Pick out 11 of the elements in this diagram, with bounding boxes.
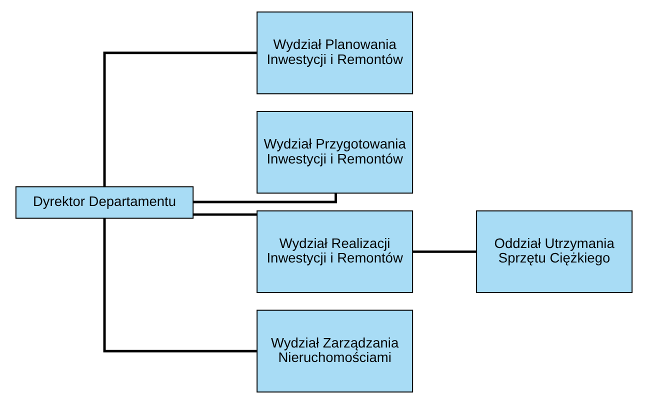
connector: [412, 250, 476, 253]
connector: [192, 213, 257, 216]
node-box: Wydział Realizacji Inwestycji i Remontów: [256, 210, 413, 294]
node-box: Wydział Przygotowania Inwestycji i Remontów: [256, 110, 413, 194]
connector: [102, 218, 256, 352]
node-box: Dyrektor Departamentu: [14, 186, 194, 219]
node-box: Oddział Utrzymania Sprzętu Ciężkiego: [476, 210, 632, 294]
node-box: Wydział Planowania Inwestycji i Remontów: [256, 12, 413, 94]
connector: [102, 52, 256, 186]
node-box: Wydział Zarządzania Nieruchomościami: [256, 310, 413, 392]
connector: [192, 193, 337, 204]
